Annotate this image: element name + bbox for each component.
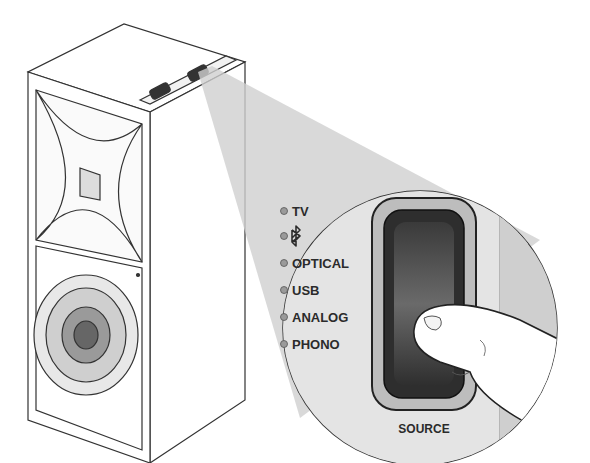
source-label: PHONO xyxy=(292,338,340,351)
source-label: TV xyxy=(292,205,309,218)
bluetooth-symbol xyxy=(292,226,300,246)
callout-content xyxy=(258,190,590,463)
source-label: OPTICAL xyxy=(292,257,349,270)
source-label: ANALOG xyxy=(292,311,348,324)
source-label: USB xyxy=(292,284,319,297)
button-label: SOURCE xyxy=(398,423,449,435)
led-indicators xyxy=(281,208,288,348)
